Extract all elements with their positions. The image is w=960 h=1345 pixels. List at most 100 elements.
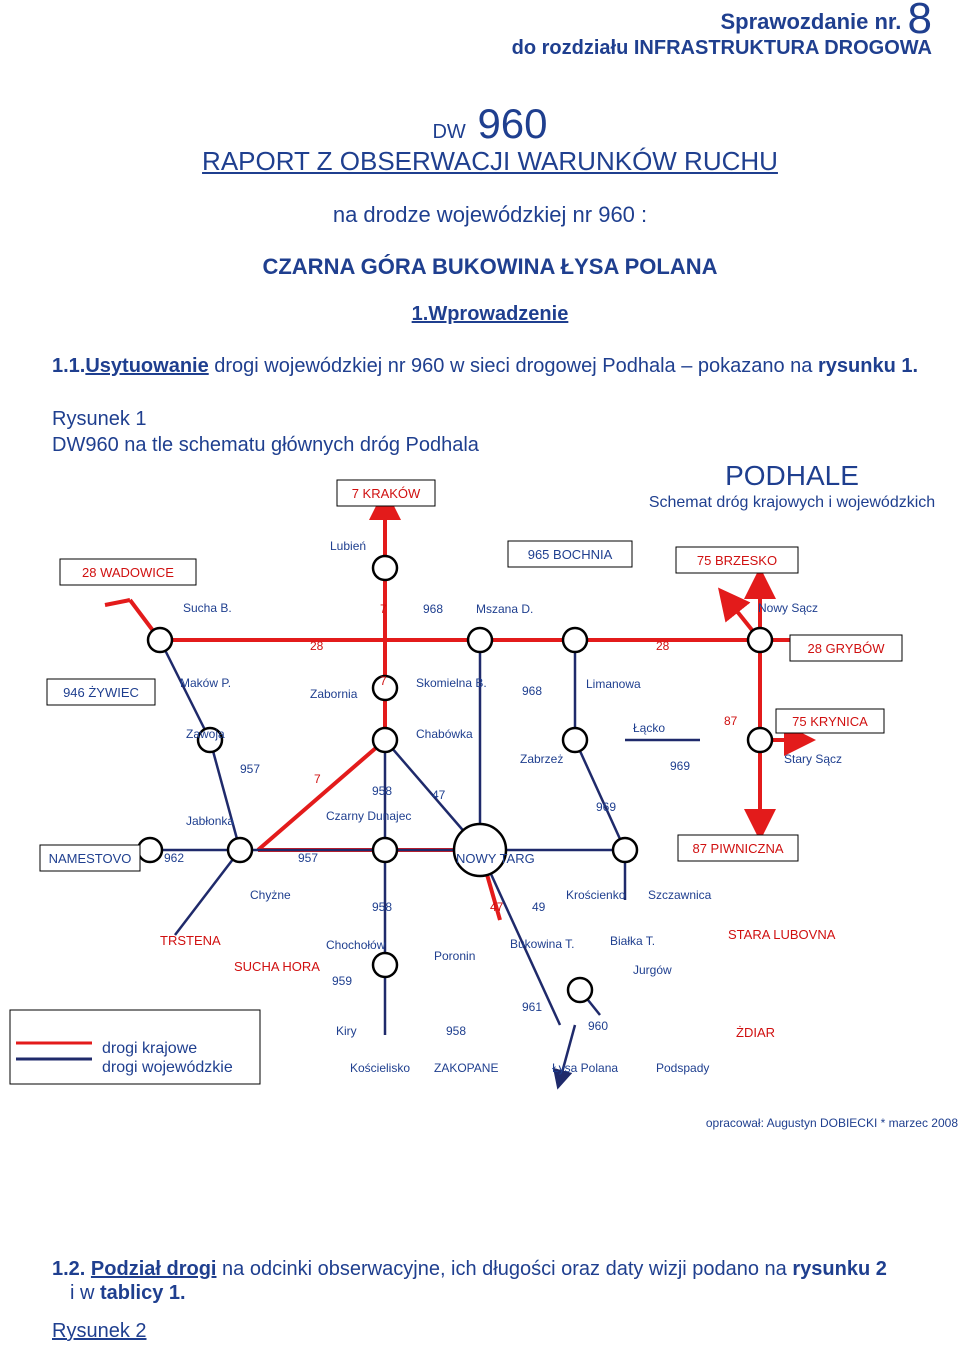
label-r49: 49 bbox=[532, 900, 546, 914]
label-limanowa: Limanowa bbox=[586, 677, 641, 691]
label-suchahora: SUCHA HORA bbox=[234, 959, 320, 974]
map-title: PODHALE bbox=[725, 460, 859, 491]
report-prefix: Sprawozdanie nr. bbox=[720, 9, 902, 34]
label-starysacz: Stary Sącz bbox=[784, 752, 842, 766]
label-zabrzez: Zabrzeż bbox=[520, 752, 563, 766]
label-staralubovna: STARA LUBOVNA bbox=[728, 927, 836, 942]
label-trstena: TRSTENA bbox=[160, 933, 221, 948]
node-zabrzez bbox=[561, 726, 589, 754]
node-poronin bbox=[371, 951, 399, 979]
nodes bbox=[136, 554, 774, 1004]
label-kiry: Kiry bbox=[336, 1024, 357, 1038]
node-kroscienko bbox=[611, 836, 639, 864]
label-jablonka: Jabłonka bbox=[186, 814, 234, 828]
section-1-1: 1.1.Usytuowanie drogi wojewódzkiej nr 96… bbox=[52, 355, 919, 377]
label-wadowice: 28 WADOWICE bbox=[82, 565, 174, 580]
label-r969a: 969 bbox=[670, 759, 690, 773]
road-title: na drodze wojewódzkiej nr 960 : bbox=[332, 202, 648, 227]
label-r28b: 28 bbox=[656, 639, 670, 653]
chapter-label: do rozdziału INFRASTRUKTURA DROGOWA bbox=[511, 37, 932, 59]
label-piwniczna: 87 PIWNICZNA bbox=[692, 841, 783, 856]
node-lubien bbox=[371, 554, 399, 582]
label-nowysacz: Nowy Sącz bbox=[758, 601, 818, 615]
label-skomielna: Skomielna B. bbox=[416, 676, 487, 690]
label-r7c: 7 bbox=[314, 772, 321, 786]
map-credit: opracował: Augustyn DOBIECKI * marzec 20… bbox=[706, 1116, 958, 1130]
report-header: Sprawozdanie nr. 8 do rozdziału INFRASTR… bbox=[512, 0, 932, 59]
node-chabowka bbox=[371, 726, 399, 754]
label-sucha: Sucha B. bbox=[183, 601, 232, 615]
label-brzesko: 75 BRZESKO bbox=[697, 553, 777, 568]
intro-heading: 1.Wprowadzenie bbox=[411, 303, 569, 325]
figure-2-label: Rysunek 2 bbox=[52, 1320, 147, 1342]
node-zawoja bbox=[196, 726, 224, 754]
label-makow: Maków P. bbox=[180, 676, 231, 690]
node-jablonka bbox=[226, 836, 254, 864]
road-28-w2 bbox=[104, 598, 131, 607]
label-r28a: 28 bbox=[310, 639, 324, 653]
label-lacko: Łącko bbox=[633, 721, 665, 735]
label-r969b: 969 bbox=[596, 800, 616, 814]
label-zywiec: 946 ŻYWIEC bbox=[63, 685, 139, 700]
label-bukowina: Bukowina T. bbox=[510, 937, 574, 951]
label-lysapolana: Łysa Polana bbox=[552, 1061, 618, 1075]
node-nowysacz bbox=[746, 626, 774, 654]
label-bialka: Białka T. bbox=[610, 934, 655, 948]
label-r968b: 968 bbox=[522, 684, 542, 698]
label-jurgow: Jurgów bbox=[633, 963, 672, 977]
label-chyzne: Chyżne bbox=[250, 888, 291, 902]
label-r958a: 958 bbox=[372, 784, 392, 798]
regional-roads bbox=[150, 639, 700, 1090]
label-r968a: 968 bbox=[423, 602, 443, 616]
map-labels: 7 KRAKÓW 28 WADOWICE Lubień 965 BOCHNIA … bbox=[39, 479, 903, 1075]
label-r957a: 957 bbox=[240, 762, 260, 776]
label-r958c: 958 bbox=[446, 1024, 466, 1038]
section-1-2: 1.2. Podział drogi na odcinki obserwacyj… bbox=[52, 1258, 887, 1304]
label-r957b: 957 bbox=[298, 851, 318, 865]
road-49-s bbox=[478, 849, 562, 1026]
road-957-c bbox=[174, 849, 241, 936]
label-poronin: Poronin bbox=[434, 949, 475, 963]
label-grybow: 28 GRYBÓW bbox=[807, 641, 885, 656]
node-starysacz bbox=[746, 726, 774, 754]
label-r87: 87 bbox=[724, 714, 738, 728]
figure-1-text: DW960 na tle schematu głównych dróg Podh… bbox=[52, 434, 479, 456]
label-r960: 960 bbox=[588, 1019, 608, 1033]
label-r959: 959 bbox=[332, 974, 352, 988]
report-number: 8 bbox=[907, 0, 932, 43]
label-namestovo: NAMESTOVO bbox=[49, 851, 132, 866]
label-bochnia: 965 BOCHNIA bbox=[528, 547, 613, 562]
node-mszana bbox=[466, 626, 494, 654]
label-r7b: 7 bbox=[380, 674, 387, 688]
road-map: PODHALE Schemat dróg krajowych i wojewód… bbox=[9, 460, 958, 1130]
road-969-a bbox=[573, 739, 627, 851]
label-podspady: Podspady bbox=[656, 1061, 709, 1075]
label-zawoja: Zawoja bbox=[186, 727, 225, 741]
label-zabornia: Zabornia bbox=[310, 687, 358, 701]
label-szczawnica: Szczawnica bbox=[648, 888, 712, 902]
label-mszana: Mszana D. bbox=[476, 602, 533, 616]
label-chocholow: Chochołów bbox=[326, 938, 386, 952]
figure-1-label: Rysunek 1 bbox=[52, 408, 147, 430]
node-nowytarg bbox=[452, 822, 508, 878]
label-krakow: 7 KRAKÓW bbox=[352, 486, 421, 501]
dw-title: DW 960 bbox=[0, 100, 960, 148]
label-r962: 962 bbox=[164, 851, 184, 865]
label-r961: 961 bbox=[522, 1000, 542, 1014]
label-r47a: 47 bbox=[432, 788, 446, 802]
figure-1-caption: Rysunek 1 DW960 na tle schematu głównych… bbox=[52, 406, 479, 458]
road-7-c bbox=[256, 738, 387, 852]
label-r47b: 47 bbox=[490, 900, 504, 914]
node-zabornia bbox=[371, 674, 399, 702]
node-czarny bbox=[371, 836, 399, 864]
map-subtitle: Schemat dróg krajowych i wojewódzkich bbox=[649, 494, 935, 511]
label-krynica: 75 KRYNICA bbox=[792, 714, 868, 729]
legend: drogi krajowe drogi wojewódzkie bbox=[9, 1009, 261, 1085]
node-limanowa bbox=[561, 626, 589, 654]
legend-national: drogi krajowe bbox=[102, 1040, 197, 1057]
raport-title: RAPORT Z OBSERWACJI WARUNKÓW RUCHU bbox=[202, 146, 778, 176]
label-koscielisko: Kościelisko bbox=[350, 1061, 410, 1075]
label-chabowka: Chabówka bbox=[416, 727, 473, 741]
label-zakopane: ZAKOPANE bbox=[434, 1061, 498, 1075]
label-lubien: Lubień bbox=[330, 539, 366, 553]
